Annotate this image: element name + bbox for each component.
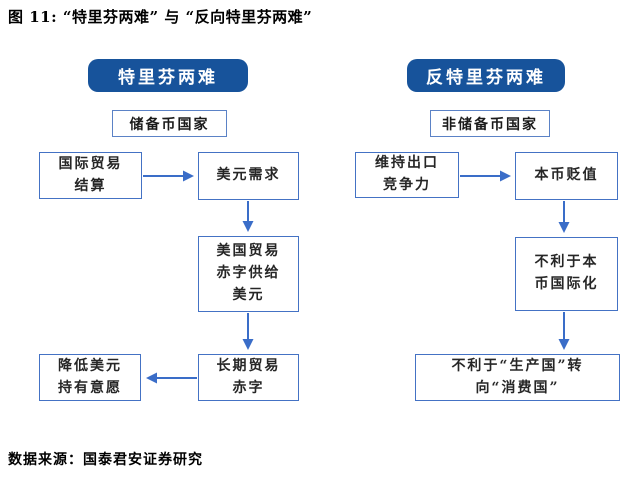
node-dollar-demand: 美元需求 (198, 152, 299, 200)
left-flow-subheader: 储备币国家 (112, 110, 227, 137)
right-flow-subheader: 非储备币国家 (430, 110, 550, 137)
node-longterm-trade-deficit: 长期贸易 赤字 (198, 354, 299, 401)
node-currency-depreciation: 本币贬值 (515, 152, 618, 200)
node-trade-settlement: 国际贸易 结算 (39, 152, 142, 199)
figure-source: 数据来源：国泰君安证券研究 (8, 452, 203, 468)
figure-title: 图 11: “特里芬两难” 与 “反向特里芬两难” (8, 8, 313, 26)
left-flow-header: 特里芬两难 (88, 59, 248, 92)
right-flow-header: 反特里芬两难 (407, 59, 565, 92)
node-bad-for-internationalization: 不利于本 币国际化 (515, 237, 618, 311)
node-us-deficit-supplies-dollar: 美国贸易 赤字供给 美元 (198, 236, 299, 312)
node-lower-dollar-holding-willingness: 降低美元 持有意愿 (39, 354, 141, 401)
node-bad-for-producer-to-consumer: 不利于“生产国”转 向“消费国” (415, 354, 620, 401)
node-keep-export-competitiveness: 维持出口 竞争力 (355, 152, 459, 198)
